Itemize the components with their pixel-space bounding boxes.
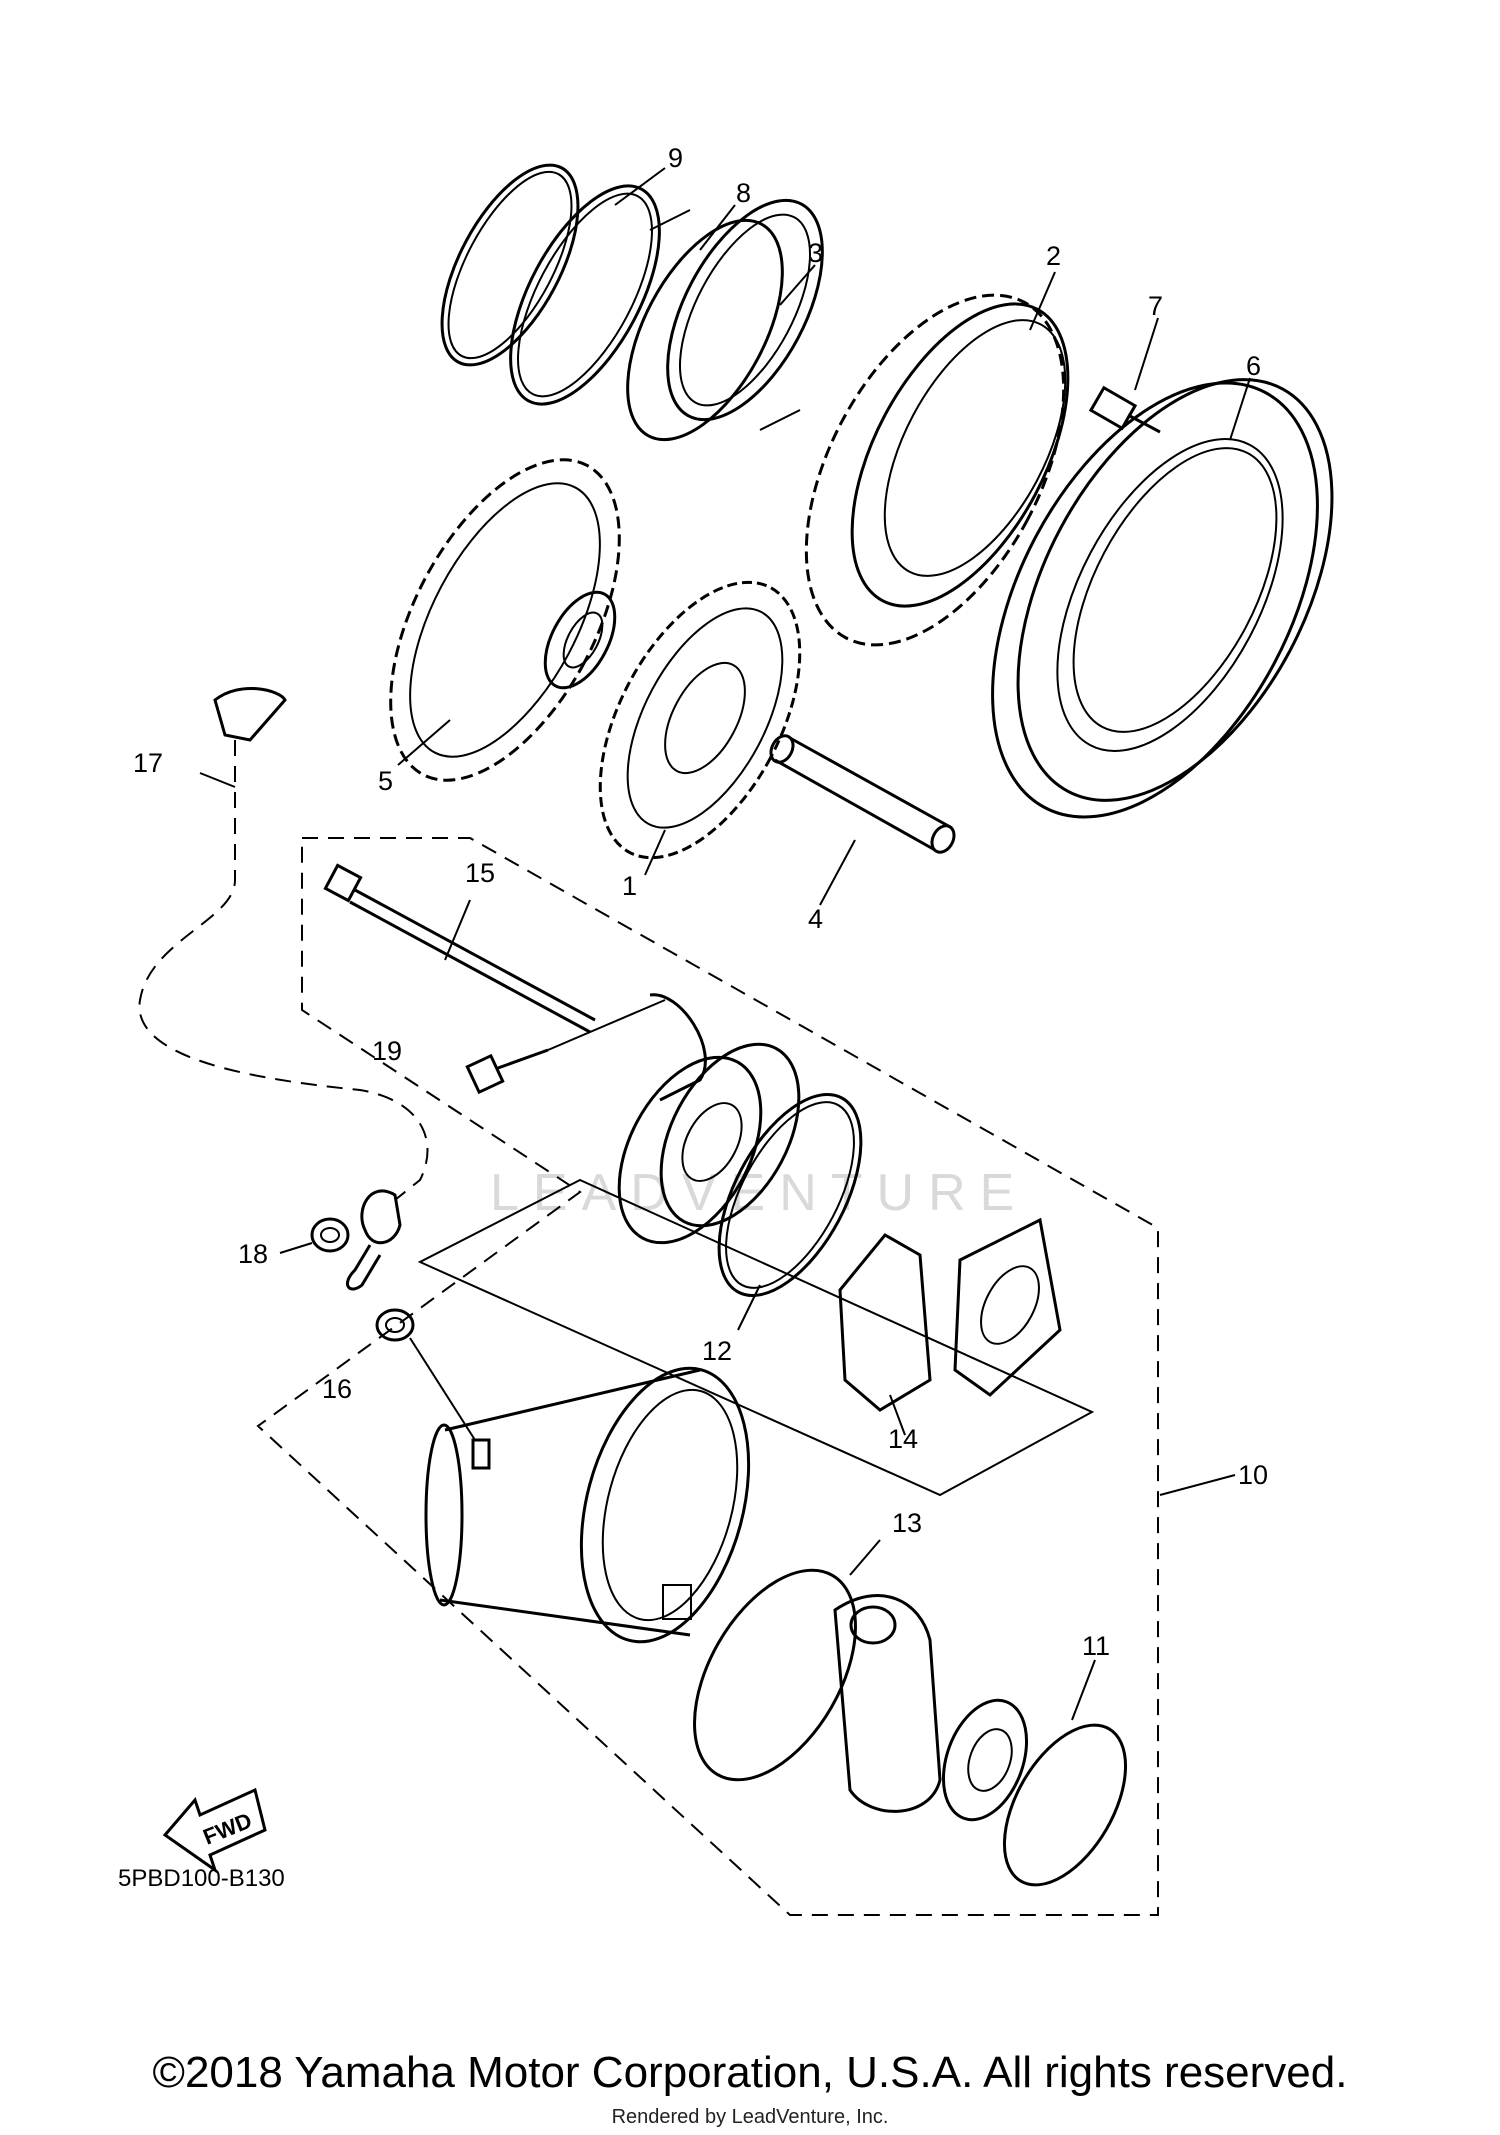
rendered-by-notice: Rendered by LeadVenture, Inc. xyxy=(611,2106,889,2128)
part-5-idler-gear xyxy=(389,458,621,782)
copyright-notice: ©2018 Yamaha Motor Corporation, U.S.A. A… xyxy=(152,2048,1348,2097)
part-9-circlip xyxy=(440,163,580,367)
part-17-lead-wire xyxy=(138,686,429,1291)
callout-10: 10 xyxy=(1238,1460,1268,1490)
callout-6: 6 xyxy=(1246,351,1261,381)
part-16-nut xyxy=(375,1308,476,1441)
part-4-shaft xyxy=(769,734,956,854)
part-13-o-ring xyxy=(693,1568,857,1782)
callout-leaders xyxy=(199,167,1251,1721)
part-8-ring xyxy=(509,184,661,406)
callout-7: 7 xyxy=(1148,291,1163,321)
callout-14: 14 xyxy=(888,1424,918,1454)
callout-12: 12 xyxy=(702,1336,732,1366)
callout-19: 19 xyxy=(372,1036,402,1066)
starter-motor-body xyxy=(424,1366,751,1644)
fwd-arrow-icon: FWD xyxy=(162,1787,267,1874)
callout-16: 16 xyxy=(322,1374,352,1404)
part-19-bolt xyxy=(465,999,666,1095)
callout-13: 13 xyxy=(892,1508,922,1538)
part-3-one-way-clutch xyxy=(626,198,824,442)
fwd-label: FWD xyxy=(200,1808,256,1850)
callout-8: 8 xyxy=(736,178,751,208)
part-14-brush-plate xyxy=(838,1217,1062,1412)
part-1-small-gear xyxy=(598,580,802,860)
drive-housing xyxy=(833,1594,1029,1822)
part-12-o-ring xyxy=(717,1093,863,1297)
callout-3: 3 xyxy=(808,238,823,268)
assembly-10-boundary xyxy=(256,837,1159,1916)
part-2-large-gear xyxy=(804,293,1070,647)
callout-5: 5 xyxy=(378,766,393,796)
callout-18: 18 xyxy=(238,1239,268,1269)
callout-11: 11 xyxy=(1082,1631,1110,1661)
part-11-o-ring xyxy=(1002,1723,1128,1887)
callout-2: 2 xyxy=(1046,241,1061,271)
part-14-brush-set-box xyxy=(417,1178,1095,1497)
callout-1: 1 xyxy=(622,871,637,901)
part-15-long-bolt xyxy=(323,863,596,1034)
part-code-label: 5PBD100-B130 xyxy=(118,1865,285,1892)
front-cover xyxy=(617,993,801,1245)
callout-17: 17 xyxy=(133,748,163,778)
callout-4: 4 xyxy=(808,904,823,934)
callout-15: 15 xyxy=(465,858,495,888)
callout-9: 9 xyxy=(668,143,683,173)
part-6-rotor xyxy=(991,378,1334,819)
part-18-nut xyxy=(310,1217,350,1253)
part-7-bolt xyxy=(1088,385,1161,434)
callout-numbers: 1 2 3 4 5 6 7 8 9 10 11 12 13 14 15 16 1… xyxy=(133,143,1268,1661)
